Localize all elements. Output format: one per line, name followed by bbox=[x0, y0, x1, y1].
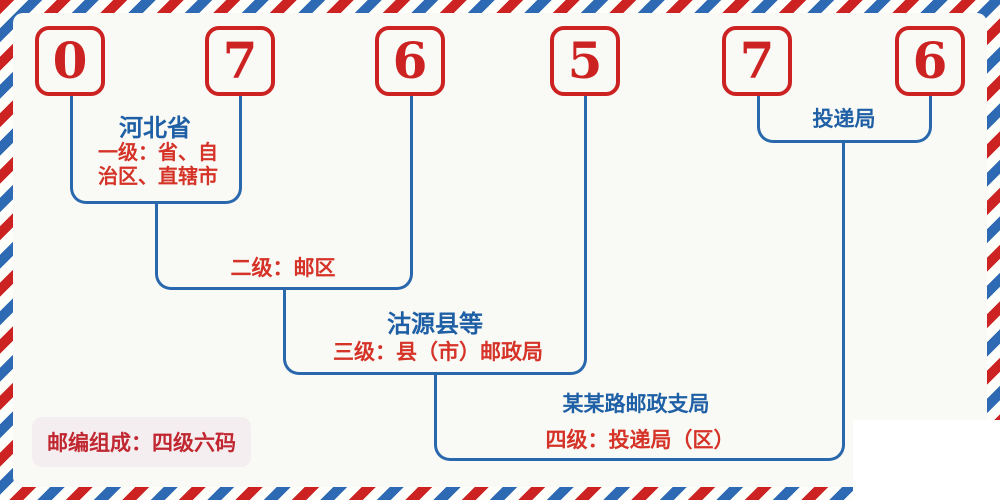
digit-box-5: 7 bbox=[722, 26, 792, 96]
bracket-level4 bbox=[434, 375, 845, 461]
level2-description: 二级：邮区 bbox=[230, 256, 336, 280]
envelope-inner-area bbox=[13, 13, 987, 487]
digit-3: 6 bbox=[392, 31, 428, 90]
digit-box-2: 7 bbox=[205, 26, 275, 96]
bracket-level2 bbox=[155, 204, 413, 290]
level4-office-name: 某某路邮政支局 bbox=[562, 391, 710, 416]
level1-description: 一级：省、自治区、直辖市 bbox=[98, 140, 218, 188]
digit-box-3: 6 bbox=[375, 26, 445, 96]
level1-region-name: 河北省 bbox=[119, 113, 191, 142]
bracket-delivery-office bbox=[757, 96, 932, 143]
digit-2: 7 bbox=[222, 31, 258, 90]
level3-region-name: 沽源县等 bbox=[387, 309, 483, 338]
bracket-level1 bbox=[70, 96, 242, 204]
connector-line-digit4 bbox=[584, 96, 587, 292]
bottom-right-white-patch bbox=[853, 420, 1000, 500]
digit-5: 7 bbox=[739, 31, 775, 90]
digit-box-4: 5 bbox=[550, 26, 620, 96]
bracket-level3 bbox=[283, 290, 587, 375]
digit-6: 6 bbox=[912, 31, 948, 90]
level4-description: 四级：投递局（区） bbox=[545, 428, 735, 452]
digit-box-6: 6 bbox=[895, 26, 965, 96]
delivery-office-label: 投递局 bbox=[812, 106, 876, 131]
connector-line-digit3 bbox=[410, 96, 413, 206]
level3-description: 三级：县（市）邮政局 bbox=[333, 340, 543, 364]
connector-line-delivery bbox=[842, 143, 845, 377]
digit-4: 5 bbox=[567, 31, 603, 90]
digit-box-1: 0 bbox=[35, 26, 105, 96]
digit-1: 0 bbox=[52, 31, 88, 90]
footer-composition-badge: 邮编组成：四级六码 bbox=[32, 417, 251, 467]
